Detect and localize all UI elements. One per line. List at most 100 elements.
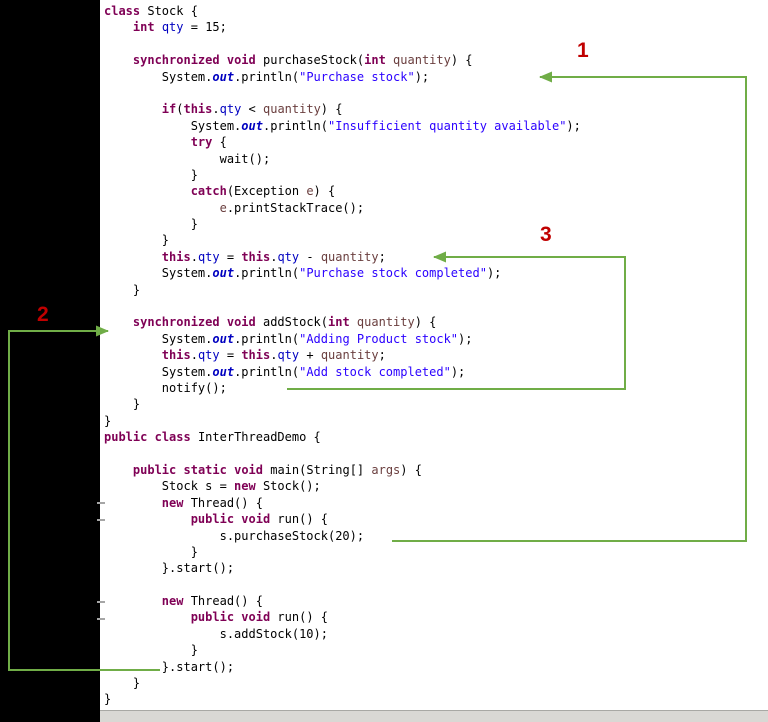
code-token: void: [241, 610, 271, 625]
code-token: (: [176, 102, 184, 117]
code-token: }: [104, 676, 141, 691]
code-token: this: [161, 249, 191, 264]
code-token: ) {: [320, 102, 343, 117]
code-token: public: [190, 610, 235, 625]
code-token: public: [104, 430, 148, 445]
code-token: =: [219, 348, 242, 363]
code-token: Stock {: [140, 4, 198, 18]
code-token: out: [241, 118, 263, 133]
code-line: System.out.println("Insufficient quantit…: [104, 118, 768, 134]
code-line: [104, 446, 768, 462]
code-token: [104, 594, 162, 608]
code-token: class: [154, 430, 191, 445]
code-token: ;: [378, 348, 386, 363]
code-token: [104, 184, 191, 198]
code-line: public void run() {: [104, 511, 768, 527]
annotation-label-3: 3: [540, 223, 552, 246]
code-token: try: [190, 135, 213, 150]
code-line: synchronized void addStock(int quantity)…: [104, 314, 768, 330]
code-token: );: [566, 118, 581, 133]
code-token: }: [104, 643, 198, 658]
code-token: );: [450, 364, 466, 379]
code-token: synchronized: [132, 53, 220, 68]
code-token: void: [226, 53, 256, 68]
code-token: [104, 512, 191, 526]
code-token: [104, 610, 191, 624]
code-token: [104, 463, 133, 477]
code-token: .: [190, 249, 198, 264]
code-line: s.purchaseStock(20);: [104, 528, 768, 544]
code-token: static: [183, 462, 227, 477]
code-token: [104, 201, 220, 215]
code-token: out: [212, 266, 235, 281]
code-line: System.out.println("Purchase stock");: [104, 69, 768, 85]
code-token: );: [486, 266, 502, 281]
code-token: quantity: [356, 315, 415, 330]
code-token: [227, 463, 234, 477]
code-line: [104, 85, 768, 101]
code-token: .println(: [234, 266, 300, 281]
code-line: [104, 298, 768, 314]
code-token: [176, 463, 183, 477]
code-token: =: [219, 249, 242, 264]
code-token: [104, 250, 162, 264]
code-token: = 15;: [183, 20, 227, 35]
code-token: [220, 53, 227, 67]
code-token: run() {: [270, 512, 328, 527]
code-token: System.: [104, 266, 213, 281]
code-token: main(String[]: [263, 462, 372, 477]
code-token: quantity: [320, 249, 379, 264]
code-token: purchaseStock(: [255, 53, 365, 68]
code-token: addStock(: [255, 315, 328, 330]
editor-marker: [97, 618, 105, 620]
code-line: s.addStock(10);: [104, 626, 768, 642]
code-editor[interactable]: class Stock { int qty = 15; synchronized…: [100, 0, 768, 710]
code-token: ) {: [313, 184, 336, 199]
code-line: notify();: [104, 380, 768, 396]
code-token: ) {: [450, 53, 473, 68]
code-line: e.printStackTrace();: [104, 200, 768, 216]
code-line: Stock s = new Stock();: [104, 478, 768, 494]
code-token: [104, 348, 162, 362]
code-token: this: [241, 348, 271, 363]
code-line: }: [104, 544, 768, 560]
code-token: [350, 315, 357, 329]
annotation-label-2: 2: [37, 303, 49, 326]
code-line: }: [104, 232, 768, 248]
code-token: catch: [190, 184, 227, 199]
code-token: qty: [277, 249, 300, 264]
code-token: Stock s =: [104, 479, 235, 494]
code-line: }: [104, 396, 768, 412]
code-token: }: [104, 413, 112, 428]
code-token: out: [212, 364, 235, 379]
code-line: new Thread() {: [104, 593, 768, 609]
code-token: .println(: [262, 118, 328, 133]
code-token: -: [299, 249, 321, 264]
code-token: .: [270, 348, 278, 363]
code-token: void: [234, 462, 263, 477]
code-token: s.addStock(10);: [104, 626, 328, 641]
code-token: ) {: [414, 315, 437, 330]
code-token: }: [104, 397, 141, 412]
code-token: [147, 430, 154, 444]
editor-marker: [97, 601, 105, 603]
code-token: }: [104, 282, 141, 297]
code-token: .println(: [234, 364, 300, 379]
code-line: System.out.println("Add stock completed"…: [104, 364, 768, 380]
code-line: this.qty = this.qty - quantity;: [104, 249, 768, 265]
annotation-label-1: 1: [577, 39, 589, 62]
code-token: int: [364, 53, 386, 68]
code-token: int: [132, 20, 155, 35]
code-token: qty: [277, 348, 300, 363]
code-token: }.start();: [104, 561, 235, 576]
code-token: System.: [104, 69, 213, 84]
code-line: int qty = 15;: [104, 19, 768, 35]
code-line: }: [104, 282, 768, 298]
code-token: out: [212, 69, 235, 84]
code-line: [104, 36, 768, 52]
code-token: qty: [197, 249, 220, 264]
code-token: wait();: [104, 151, 271, 166]
code-token: [155, 20, 162, 34]
code-line: }: [104, 675, 768, 691]
code-token: }: [104, 544, 198, 559]
